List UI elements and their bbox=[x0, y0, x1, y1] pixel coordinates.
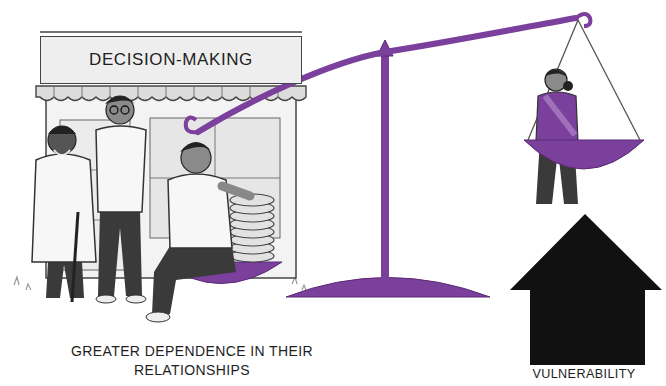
art-shape bbox=[180, 142, 212, 152]
woman bbox=[536, 69, 578, 204]
art-shape bbox=[126, 295, 146, 303]
art-shape bbox=[105, 96, 135, 104]
art-shape bbox=[40, 31, 302, 33]
art-shape bbox=[48, 126, 76, 134]
art-shape bbox=[152, 246, 236, 314]
art-shape bbox=[32, 154, 96, 262]
art-shape bbox=[46, 262, 84, 298]
caption-label: VULNERABILITY bbox=[508, 366, 660, 383]
art-shape bbox=[96, 126, 146, 212]
art-shape bbox=[146, 312, 170, 322]
art-shape bbox=[54, 86, 278, 98]
art-shape bbox=[524, 140, 644, 169]
art-shape bbox=[96, 295, 116, 303]
art-shape bbox=[381, 52, 389, 288]
sign-board: DECISION-MAKING bbox=[40, 36, 302, 84]
art-shape bbox=[536, 92, 578, 142]
art-shape bbox=[72, 212, 78, 302]
art-shape bbox=[121, 106, 129, 114]
sitting-man bbox=[146, 142, 250, 322]
art-shape bbox=[545, 96, 575, 135]
art-shape bbox=[54, 150, 70, 155]
art-shape bbox=[110, 106, 118, 114]
art-shape bbox=[545, 69, 568, 78]
caption-label: GREATER DEPENDENCE IN THEIR RELATIONSHIP… bbox=[70, 342, 314, 380]
art-shape bbox=[578, 20, 640, 140]
old-man bbox=[32, 126, 96, 302]
art-shape bbox=[106, 96, 134, 124]
coin-stack bbox=[230, 194, 274, 262]
standing-man bbox=[96, 96, 146, 303]
art-shape bbox=[186, 117, 198, 132]
sign-text: DECISION-MAKING bbox=[89, 50, 253, 70]
art-shape bbox=[181, 143, 211, 173]
art-shape bbox=[98, 210, 142, 296]
art-shape bbox=[48, 126, 76, 154]
right-pan bbox=[524, 140, 644, 169]
art-shape bbox=[222, 186, 250, 196]
art-shape bbox=[510, 214, 662, 365]
art-shape bbox=[563, 81, 573, 91]
house-icon bbox=[510, 214, 662, 365]
